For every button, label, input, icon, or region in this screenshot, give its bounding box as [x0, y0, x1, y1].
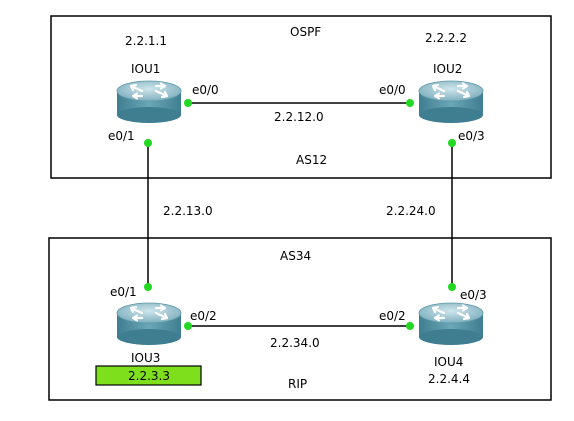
iou4-e0-3-label: e0/3 — [460, 288, 487, 302]
iou1-name-label: IOU1 — [131, 62, 160, 76]
router-icon — [417, 79, 485, 125]
port-dot-iou4-e0-2 — [406, 322, 414, 330]
area-label-as12: AS12 — [296, 153, 327, 167]
iou4-name-label: IOU4 — [434, 355, 463, 369]
network-label-2-2-34-0: 2.2.34.0 — [270, 336, 320, 350]
port-dot-iou4-e0-3 — [448, 283, 456, 291]
router-iou1[interactable] — [115, 79, 183, 125]
iou2-e0-3-label: e0/3 — [458, 129, 485, 143]
iou1-e0-0-label: e0/0 — [192, 83, 219, 97]
router-iou2[interactable] — [417, 79, 485, 125]
iou2-e0-0-label: e0/0 — [379, 83, 406, 97]
iou4-e0-2-label: e0/2 — [379, 309, 406, 323]
port-dot-iou1-e0-1 — [144, 139, 152, 147]
router-iou4[interactable] — [417, 301, 485, 347]
port-dot-iou3-e0-2 — [184, 322, 192, 330]
area-box-as34 — [48, 237, 552, 401]
iou1-loopback-label: 2.2.1.1 — [125, 34, 167, 48]
port-dot-iou1-e0-0 — [184, 99, 192, 107]
network-label-2-2-12-0: 2.2.12.0 — [274, 110, 324, 124]
iou2-name-label: IOU2 — [433, 62, 462, 76]
port-dot-iou2-e0-0 — [406, 99, 414, 107]
router-icon — [115, 301, 183, 347]
iou3-name-label: IOU3 — [131, 351, 160, 365]
iou2-loopback-label: 2.2.2.2 — [425, 31, 467, 45]
network-label-2-2-24-0: 2.2.24.0 — [386, 204, 436, 218]
iou4-loopback-label: 2.2.4.4 — [428, 372, 470, 386]
port-dot-iou2-e0-3 — [448, 139, 456, 147]
router-iou3[interactable] — [115, 301, 183, 347]
iou3-e0-1-label: e0/1 — [110, 285, 137, 299]
area-title-ospf: OSPF — [290, 25, 321, 39]
router-icon — [417, 301, 485, 347]
area-box-as12 — [50, 15, 552, 179]
iou3-loopback-highlight — [95, 365, 202, 386]
iou3-loopback-label: 2.2.3.3 — [128, 369, 170, 383]
port-dot-iou3-e0-1 — [144, 283, 152, 291]
area-label-as34: AS34 — [280, 249, 311, 263]
iou1-e0-1-label: e0/1 — [108, 129, 135, 143]
area-title-rip: RIP — [288, 377, 307, 391]
network-label-2-2-13-0: 2.2.13.0 — [163, 204, 213, 218]
router-icon — [115, 79, 183, 125]
iou3-e0-2-label: e0/2 — [190, 309, 217, 323]
